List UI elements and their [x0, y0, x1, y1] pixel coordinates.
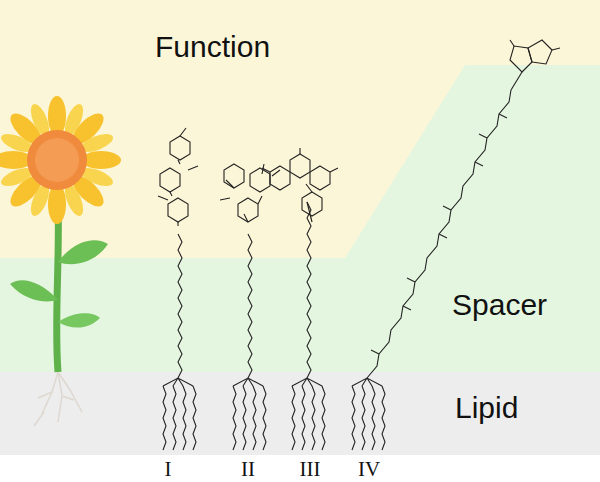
- structure-numeral-holder: I: [165, 458, 172, 481]
- structure-numeral: II: [241, 458, 255, 481]
- structure-numeral: III: [300, 458, 321, 481]
- structure-numeral-holder: III: [300, 458, 321, 481]
- structure-numeral: I: [165, 458, 172, 481]
- structure-numeral-holder: IV: [358, 458, 380, 481]
- band-title: Function: [155, 30, 270, 63]
- structure-numeral-holder: II: [241, 458, 255, 481]
- lipid-ground: [0, 372, 600, 455]
- band-title: Spacer: [452, 288, 547, 321]
- sunflower-illustration: [0, 96, 121, 426]
- lipid-band: Lipid: [0, 372, 600, 455]
- spacer-ground: [0, 65, 600, 372]
- function-ground: [0, 0, 600, 372]
- structure-numeral: IV: [358, 458, 380, 481]
- molecule-structures: [158, 40, 560, 450]
- spacer-band: Spacer: [0, 258, 600, 372]
- band-title: Lipid: [455, 391, 518, 424]
- function-band: Function: [0, 0, 600, 258]
